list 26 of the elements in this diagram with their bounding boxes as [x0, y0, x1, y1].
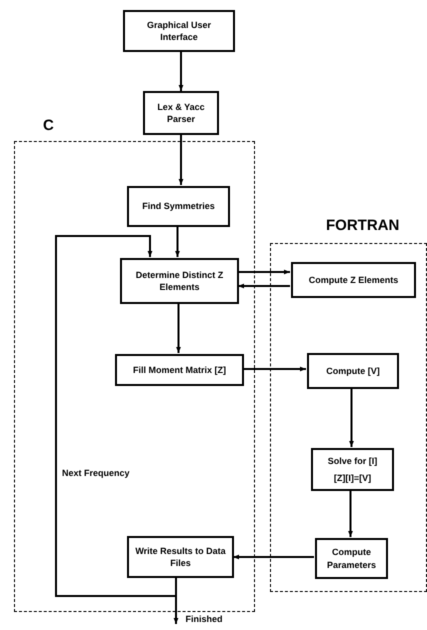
- region-title: FORTRAN: [326, 216, 400, 236]
- process-box: Compute [V]: [307, 353, 399, 389]
- process-box: Lex & Yacc Parser: [143, 91, 219, 135]
- arrow: [178, 52, 184, 91]
- arrow: [238, 284, 290, 288]
- process-box: Compute Z Elements: [291, 262, 416, 298]
- arrow: [349, 388, 354, 447]
- process-box: Graphical User Interface: [123, 10, 235, 52]
- process-box: Find Symmetries: [127, 186, 230, 227]
- box-text: Solve for [I]: [328, 454, 378, 467]
- arrow: [233, 554, 314, 560]
- box-text: [Z][I]=[V]: [334, 472, 372, 484]
- process-box: Determine Distinct Z Elements: [120, 258, 239, 304]
- arrow: [175, 226, 180, 257]
- edge-label: Next Frequency: [62, 468, 130, 478]
- arrow: [176, 303, 181, 353]
- arrow: [178, 135, 184, 185]
- process-box: Compute Parameters: [315, 538, 388, 579]
- arrow: [238, 270, 290, 274]
- region-title: C: [43, 116, 54, 136]
- arrow: [348, 490, 353, 537]
- arrow: [243, 366, 306, 372]
- process-box: Write Results to Data Files: [127, 536, 234, 578]
- process-box: [311, 448, 394, 491]
- arrow: [55, 235, 177, 597]
- process-box: Fill Moment Matrix [Z]: [115, 354, 244, 386]
